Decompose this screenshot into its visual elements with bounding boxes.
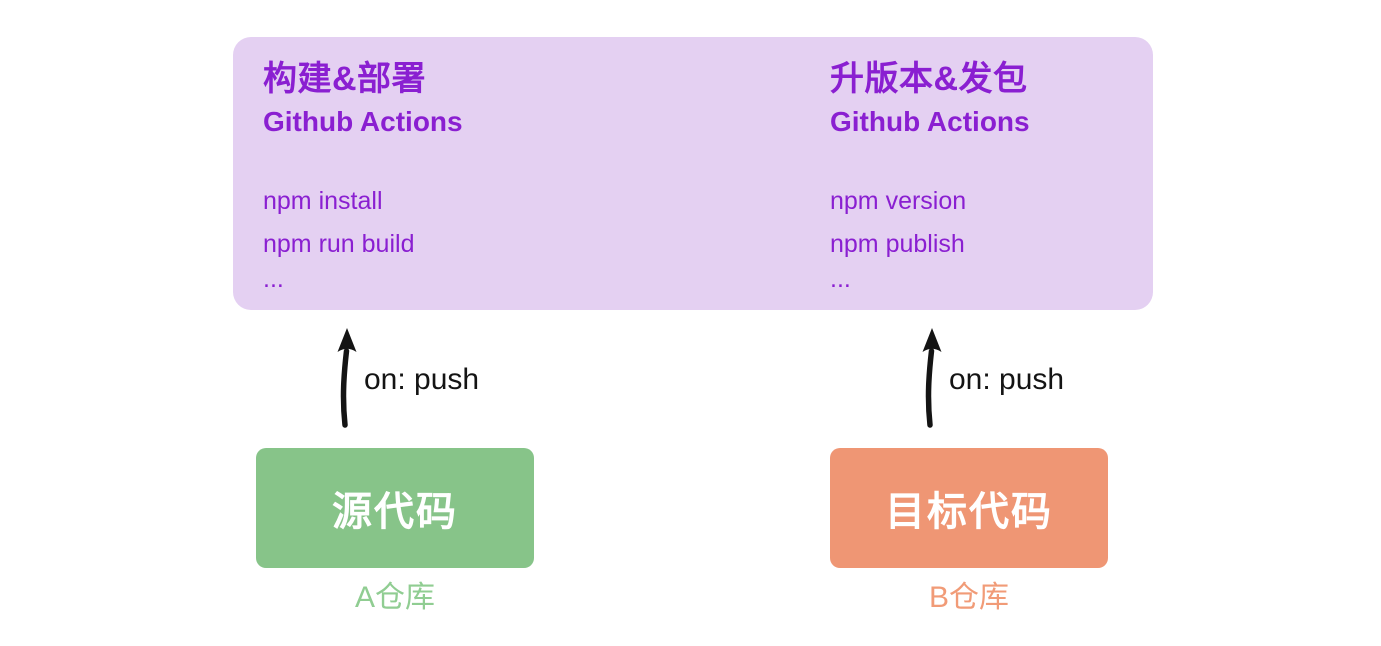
repo-b-caption: B仓库 [928, 581, 1009, 614]
on-push-label: on: push [949, 363, 1065, 396]
repo-a-caption: A仓库 [354, 581, 435, 614]
npm-step: npm install [263, 187, 383, 215]
on-push-label: on: push [364, 363, 480, 396]
npm-steps-list: npm version npm publish ... [830, 186, 1030, 294]
arrow-up-icon [337, 328, 357, 428]
npm-step: npm publish [830, 230, 965, 258]
column-title: 升版本&发包 [830, 60, 1028, 98]
npm-step-ellipsis: ... [263, 265, 284, 293]
source-code-box-label: 源代码 [332, 490, 458, 534]
column-subtitle: Github Actions [263, 106, 463, 137]
target-code-box: 目标代码 [830, 448, 1108, 568]
source-code-box: 源代码 [256, 448, 534, 568]
workflow-column-build-deploy: 构建&部署 Github Actions npm install npm run… [263, 59, 463, 294]
workflow-column-version-publish: 升版本&发包 Github Actions npm version npm pu… [830, 59, 1030, 294]
npm-steps-list: npm install npm run build ... [263, 186, 463, 294]
npm-step: npm version [830, 187, 967, 215]
target-code-box-label: 目标代码 [885, 490, 1053, 534]
column-subtitle: Github Actions [830, 106, 1030, 137]
github-actions-panel: 构建&部署 Github Actions npm install npm run… [233, 37, 1153, 310]
npm-step: npm run build [263, 230, 415, 258]
column-title: 构建&部署 [263, 60, 427, 98]
arrow-up-icon [922, 328, 942, 428]
npm-step-ellipsis: ... [830, 265, 851, 293]
